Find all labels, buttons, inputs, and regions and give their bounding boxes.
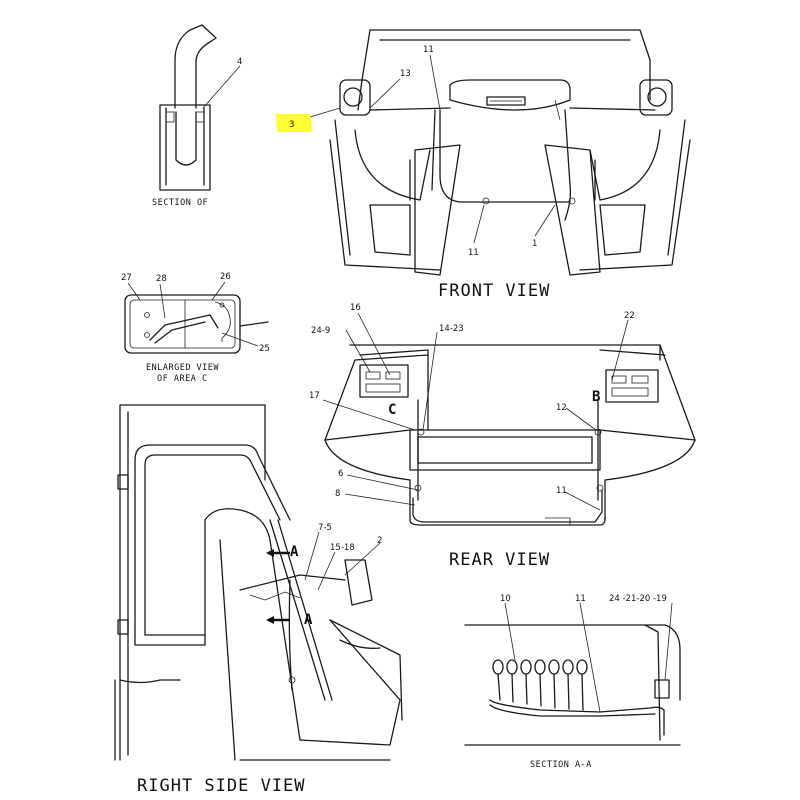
callout-27: 27 (121, 273, 132, 283)
callout-22: 22 (624, 311, 635, 321)
front-view-drawing: 3 13 11 11 1 FRONT VIEW (275, 29, 691, 301)
section-of-drawing: 4 SECTION OF (152, 24, 242, 208)
caption-right-side-view: RIGHT SIDE VIEW (137, 776, 306, 796)
caption-section-of: SECTION OF (152, 198, 208, 208)
marker-a-upper: A (290, 544, 299, 560)
marker-a-lower: A (304, 612, 313, 628)
callout-15-18: 15-18 (330, 543, 355, 553)
marker-c: C (388, 402, 396, 418)
right-side-view-drawing: 7-5 2 15-18 A A RIGHT SIDE VIEW (114, 404, 403, 796)
caption-enlarged-line1: ENLARGED VIEW (146, 363, 219, 373)
caption-rear-view: REAR VIEW (449, 550, 550, 570)
rear-view-drawing: 16 14-23 22 24-9 17 12 6 8 11 C B REAR V… (309, 303, 696, 570)
callout-14-23: 14-23 (439, 324, 464, 334)
callout-10: 10 (500, 594, 511, 604)
callout-11-front-top: 11 (423, 45, 434, 55)
caption-front-view: FRONT VIEW (438, 281, 550, 301)
section-a-a-drawing: 10 11 24 -21-20 -19 SECTION A-A (464, 594, 681, 770)
callout-4: 4 (237, 57, 242, 67)
callout-2: 2 (377, 536, 382, 546)
caption-section-a-a: SECTION A-A (530, 760, 592, 770)
callout-11-front-bottom: 11 (468, 248, 479, 258)
callout-16: 16 (350, 303, 361, 313)
callout-25: 25 (259, 344, 270, 354)
callout-26: 26 (220, 272, 231, 282)
callout-8: 8 (335, 489, 340, 499)
callout-11-section: 11 (575, 594, 586, 604)
marker-b: B (592, 389, 600, 405)
callout-3-highlight (275, 114, 312, 132)
callout-1: 1 (532, 239, 537, 249)
wire-loops (492, 659, 588, 711)
callout-12: 12 (556, 403, 567, 413)
callout-6: 6 (338, 469, 343, 479)
caption-enlarged-line2: OF AREA C (157, 374, 208, 384)
enlarged-view-drawing: 27 28 26 25 ENLARGED VIEW OF AREA C (121, 272, 270, 384)
callout-24-9: 24-9 (311, 326, 330, 336)
callout-28: 28 (156, 274, 167, 284)
callout-7-5: 7-5 (318, 523, 332, 533)
callout-13: 13 (400, 69, 411, 79)
callout-24-21-20-19: 24 -21-20 -19 (609, 594, 667, 604)
callout-3: 3 (289, 120, 294, 130)
callout-11-rear: 11 (556, 486, 567, 496)
callout-17: 17 (309, 391, 320, 401)
